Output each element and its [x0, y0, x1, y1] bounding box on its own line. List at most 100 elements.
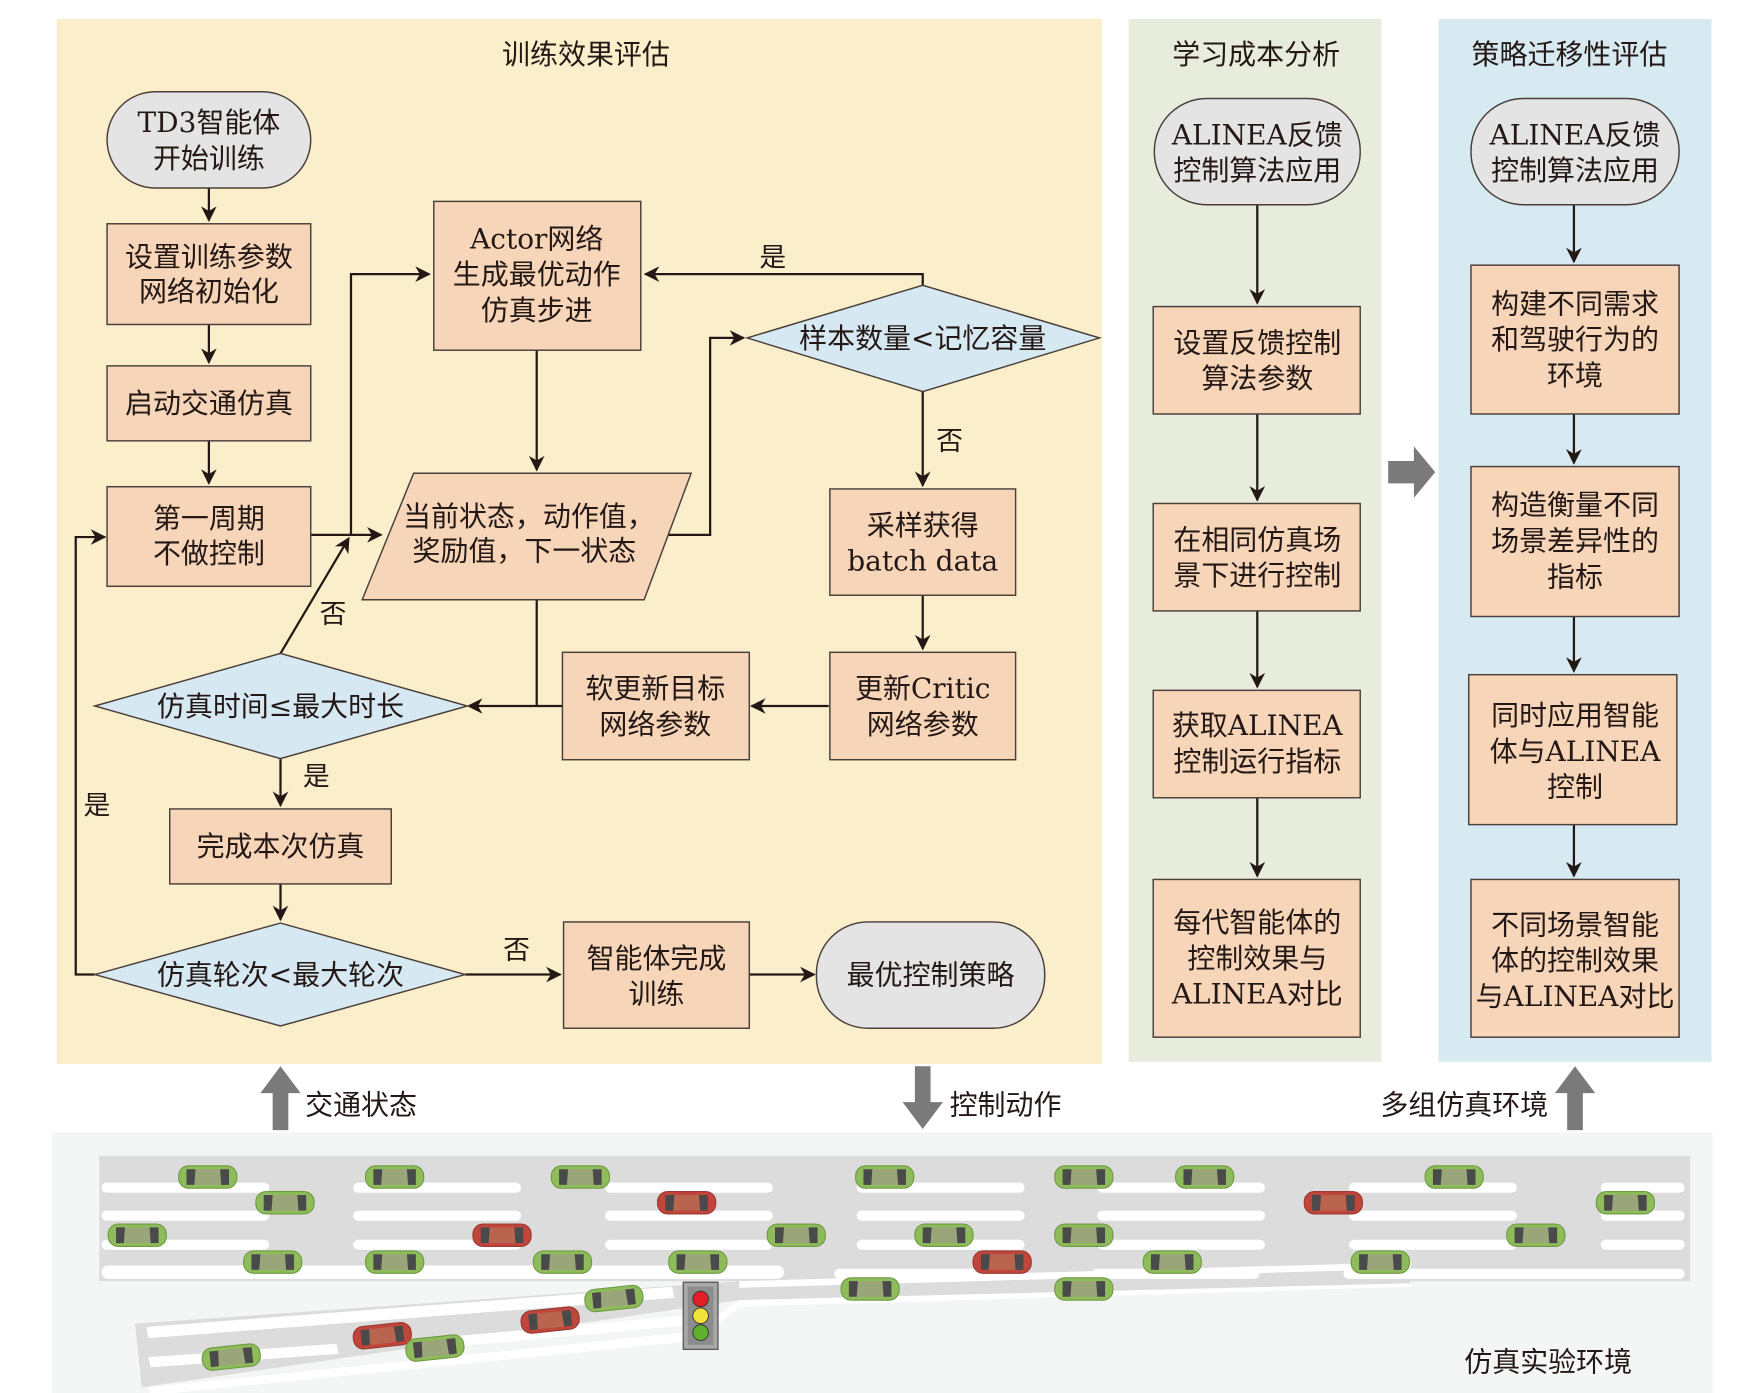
node-text: 与ALINEA对比 [1476, 980, 1675, 1013]
node-text: 第一周期 [153, 502, 265, 535]
car-green-icon [255, 1191, 315, 1215]
node-text: 在相同仿真场 [1173, 523, 1341, 556]
car-green-icon [532, 1250, 593, 1274]
label-yes-time: 是 [303, 761, 330, 792]
node-text: 当前状态，动作值， [403, 500, 655, 533]
node-text: 设置训练参数 [125, 240, 293, 273]
node-text: 网络初始化 [139, 275, 279, 308]
car-red-icon [656, 1191, 717, 1215]
node-text: 控制 [1547, 771, 1603, 804]
node-actor: Actor网络 生成最优动作 仿真步进 [433, 200, 642, 351]
car-red-icon [472, 1223, 532, 1247]
control-action-label: 控制动作 [950, 1088, 1062, 1121]
environment-label: 仿真实验环境 [1464, 1346, 1632, 1379]
training-connectors [74, 187, 931, 983]
node-text: 场景差异性的 [1491, 524, 1659, 557]
car-green-icon [1595, 1191, 1656, 1215]
green-light-icon [692, 1324, 709, 1341]
transfer-panel-title: 策略迁移性评估 [1472, 38, 1668, 71]
node-text: 算法参数 [1201, 362, 1313, 395]
car-green-icon [1175, 1165, 1235, 1189]
node-text: 最优控制策略 [847, 959, 1015, 992]
node-text: 控制效果与 [1187, 942, 1327, 975]
transfer-step-3: 同时应用智能 体与ALINEA 控制 [1468, 673, 1678, 826]
node-text: 训练 [628, 978, 684, 1011]
cost-step-4: 每代智能体的 控制效果与 ALINEA对比 [1152, 878, 1361, 1038]
node-text: 网络参数 [599, 708, 711, 741]
training-panel-title: 训练效果评估 [502, 38, 670, 71]
cost-start-node: ALINEA反馈 控制算法应用 [1153, 97, 1361, 206]
label-yes-sample: 是 [759, 242, 786, 273]
car-green-icon [550, 1165, 611, 1189]
car-green-icon [1054, 1277, 1114, 1301]
node-text: 奖励值，下一状态 [413, 535, 637, 568]
lane-markings [101, 1182, 1685, 1393]
node-text: batch data [847, 545, 998, 578]
cost-step-3: 获取ALINEA 控制运行指标 [1152, 689, 1361, 799]
node-text: 景下进行控制 [1173, 559, 1341, 592]
node-text: 和驾驶行为的 [1491, 323, 1659, 356]
red-light-icon [692, 1290, 709, 1308]
label-no-time: 否 [320, 599, 347, 630]
node-text: ALINEA对比 [1171, 978, 1343, 1011]
node-text: 构建不同需求 [1491, 287, 1659, 320]
node-text: 体的控制效果 [1491, 944, 1659, 977]
label-yes-episode: 是 [84, 791, 111, 822]
car-green-icon [855, 1165, 915, 1189]
node-text: 不做控制 [153, 537, 265, 570]
simulation-environment: 仿真实验环境 [52, 1132, 1713, 1393]
node-text: 设置反馈控制 [1173, 326, 1341, 359]
node-text: 构造衡量不同 [1491, 489, 1659, 522]
yellow-light-icon [692, 1307, 709, 1325]
transfer-step-4: 不同场景智能 体的控制效果 与ALINEA对比 [1470, 878, 1680, 1038]
node-set-params: 设置训练参数 网络初始化 [106, 223, 312, 326]
cost-panel-title: 学习成本分析 [1172, 38, 1340, 71]
node-text: 更新Critic [855, 672, 991, 705]
car-green-icon [1506, 1223, 1566, 1247]
node-text: 指标 [1547, 560, 1603, 593]
node-episode-check: 仿真轮次<最大轮次 [92, 922, 468, 1027]
multi-env-label: 多组仿真环境 [1380, 1088, 1548, 1121]
node-text: 开始训练 [153, 142, 265, 175]
car-green-icon [840, 1277, 900, 1301]
node-text: 每代智能体的 [1173, 906, 1341, 939]
node-sample-check: 样本数量<记忆容量 [744, 284, 1103, 393]
node-text: 仿真步进 [481, 294, 593, 327]
car-green-icon [107, 1223, 167, 1247]
car-green-icon [1424, 1165, 1484, 1189]
car-green-icon [1142, 1250, 1202, 1274]
transfer-start-node: ALINEA反馈 控制算法应用 [1470, 97, 1680, 206]
node-transition: 当前状态，动作值， 奖励值，下一状态 [361, 472, 693, 601]
car-red-icon [1303, 1191, 1364, 1215]
cost-step-2: 在相同仿真场 景下进行控制 [1152, 502, 1361, 612]
node-text: 网络参数 [867, 708, 979, 741]
transfer-step-1: 构建不同需求 和驾驶行为的 环境 [1470, 264, 1680, 415]
node-text: ALINEA反馈 [1171, 118, 1343, 151]
transfer-step-2: 构造衡量不同 场景差异性的 指标 [1470, 465, 1680, 618]
car-green-icon [364, 1250, 425, 1274]
node-text: ALINEA反馈 [1489, 118, 1661, 151]
node-start-training: TD3智能体 开始训练 [106, 91, 312, 189]
node-text: 仿真时间≤最大时长 [157, 690, 404, 723]
car-green-icon [1054, 1223, 1114, 1247]
cost-step-1: 设置反馈控制 算法参数 [1152, 305, 1361, 415]
car-green-icon [1350, 1250, 1411, 1274]
up-arrow-icon [1554, 1066, 1596, 1131]
node-sample-batch: 采样获得 batch data [829, 488, 1017, 596]
car-green-icon [1054, 1165, 1114, 1189]
node-text: 控制算法应用 [1173, 154, 1341, 187]
car-green-icon [766, 1223, 826, 1247]
car-green-icon [914, 1223, 974, 1247]
node-text: 获取ALINEA [1172, 709, 1344, 742]
node-text: 启动交通仿真 [125, 387, 293, 420]
label-no-sample: 否 [936, 426, 963, 457]
node-soft-update: 软更新目标 网络参数 [561, 651, 751, 761]
node-text: 智能体完成 [587, 942, 727, 975]
node-text: 样本数量<记忆容量 [799, 322, 1046, 355]
car-red-icon [972, 1250, 1032, 1274]
node-text: 环境 [1547, 359, 1603, 392]
node-text: 控制算法应用 [1491, 154, 1659, 187]
node-start-sim: 启动交通仿真 [106, 365, 312, 442]
node-text: Actor网络 [469, 222, 603, 255]
